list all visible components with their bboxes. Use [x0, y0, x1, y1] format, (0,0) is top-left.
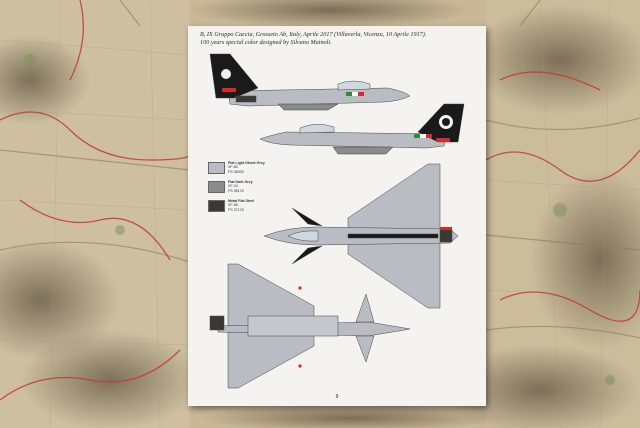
caption-line-1: B, IX Gruppo Caccia, Grosseto Ab, Italy,…	[200, 31, 427, 38]
swatch-color	[208, 162, 225, 174]
swatch-code: XF-24	[228, 184, 238, 189]
swatch-name: Flat Light Ghost Grey	[228, 161, 265, 165]
swatch-color	[208, 181, 225, 193]
instruction-sheet: B, IX Gruppo Caccia, Grosseto Ab, Italy,…	[188, 26, 486, 406]
swatch-name: Flat Dark Grey	[228, 180, 253, 184]
swatch-fs: FS 36300	[228, 169, 244, 174]
swatch-name: Metal Flat Steel	[228, 199, 255, 203]
swatch-color	[208, 200, 225, 212]
swatch-code: XF-80	[228, 165, 238, 170]
aircraft-views	[209, 53, 465, 389]
page-number: 9	[335, 394, 339, 400]
caption-line-2: 100 years special color designed by Silv…	[200, 39, 332, 46]
scheme-caption: B, IX Gruppo Caccia, Grosseto Ab, Italy,…	[200, 31, 480, 47]
aircraft-right-profile	[259, 103, 465, 155]
aircraft-top-view	[263, 163, 459, 309]
aircraft-left-profile	[209, 53, 411, 111]
aircraft-bottom-view	[209, 263, 411, 389]
swatch-fs: FS 37178	[228, 207, 244, 212]
swatch-code: XF-56	[228, 203, 238, 208]
swatch-fs: FS 36176	[228, 188, 244, 193]
